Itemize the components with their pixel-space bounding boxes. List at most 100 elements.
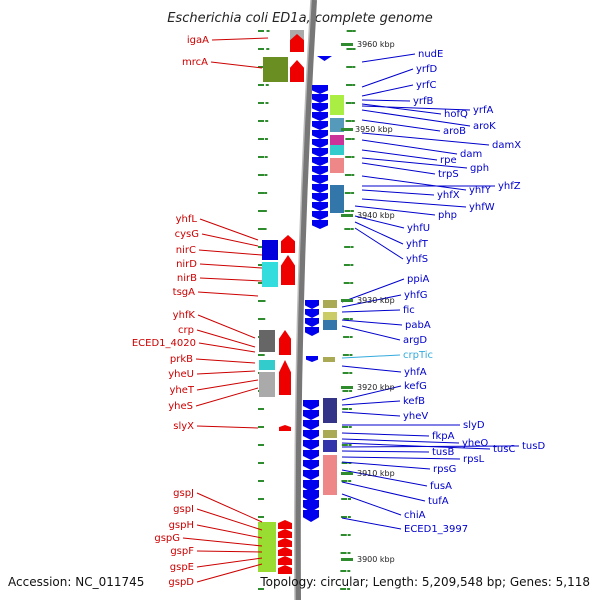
gene-block: [323, 398, 337, 423]
right-leader-line: [361, 99, 411, 102]
track-dash: [340, 516, 347, 518]
gene-block: [259, 372, 275, 397]
right-leader-line: [361, 198, 467, 208]
track-dash: [343, 282, 350, 284]
track-dash: [348, 480, 352, 482]
right-leader-line: [341, 354, 401, 359]
left-gene-label: slyX: [173, 421, 194, 432]
scale-tick: [341, 43, 353, 46]
right-leader-line: [341, 461, 431, 470]
track-dash: [258, 462, 264, 464]
reverse-gene-arrow: [303, 410, 319, 420]
left-leader-line: [196, 329, 256, 348]
gene-block: [323, 312, 337, 320]
right-leader-line: [341, 456, 461, 460]
genome-summary-text: Topology: circular; Length: 5,209,548 bp…: [259, 575, 590, 589]
right-gene-label: yrfB: [413, 96, 434, 107]
right-leader-line: [341, 294, 402, 308]
scale-tick: [341, 472, 353, 475]
right-leader-line: [361, 132, 490, 146]
forward-gene-arrow: [290, 60, 304, 82]
left-gene-label: gspF: [170, 546, 194, 557]
right-leader-line: [341, 385, 402, 401]
track-dash: [258, 300, 264, 302]
gene-block: [262, 240, 278, 260]
right-leader-line: [361, 84, 414, 97]
track-dash: [258, 102, 264, 104]
track-dash: [258, 264, 264, 266]
right-leader-line: [341, 309, 401, 313]
track-dash: [342, 408, 349, 410]
track-dash: [258, 228, 264, 230]
left-leader-line: [198, 342, 256, 353]
right-gene-label: slyD: [463, 420, 485, 431]
track-dash: [266, 48, 270, 50]
right-leader-line: [361, 189, 435, 196]
forward-gene-arrow: [278, 556, 292, 565]
right-gene-label: ppiA: [407, 274, 429, 285]
right-gene-label: dam: [460, 149, 482, 160]
left-leader-line: [195, 358, 256, 364]
track-dash: [346, 84, 353, 86]
scale-tick: [341, 386, 353, 389]
scale-tick-label: 3940 kbp: [357, 211, 395, 220]
forward-gene-arrow: [279, 330, 291, 355]
track-dash: [348, 426, 352, 428]
right-leader-line: [361, 68, 414, 88]
right-gene-label: rpsL: [463, 454, 485, 465]
right-leader-line: [341, 365, 402, 373]
right-leader-line: [354, 205, 436, 216]
right-leader-line: [341, 450, 430, 453]
scale-tick: [341, 299, 353, 302]
reverse-gene-arrow: [306, 356, 318, 362]
gene-block: [330, 118, 344, 132]
track-dash: [349, 354, 353, 356]
forward-gene-arrow: [278, 565, 292, 574]
gene-block: [263, 57, 288, 82]
forward-gene-arrow: [278, 520, 292, 529]
track-dash: [343, 264, 350, 266]
track-dash: [258, 66, 264, 68]
track-dash: [344, 192, 351, 194]
right-leader-line: [361, 175, 467, 191]
right-leader-line: [341, 517, 402, 530]
forward-gene-arrow: [279, 360, 291, 395]
label-leaders: [182, 37, 520, 583]
right-gene-label: yhfW: [469, 202, 495, 213]
track-dash: [341, 444, 348, 446]
gene-block: [330, 158, 344, 173]
right-gene-label: yhfG: [404, 290, 428, 301]
track-dash: [344, 174, 351, 176]
track-dash: [258, 192, 264, 194]
reverse-gene-arrow: [312, 121, 328, 130]
right-leader-line: [341, 278, 405, 303]
forward-gene-arrow: [281, 235, 295, 253]
right-leader-line: [361, 157, 468, 169]
right-gene-label: fusA: [430, 481, 452, 492]
right-gene-label: yhfZ: [498, 181, 521, 192]
scale-tick-label: 3900 kbp: [357, 555, 395, 564]
right-leader-line: [341, 400, 401, 406]
track-dash: [258, 138, 264, 140]
reverse-gene-arrow: [303, 490, 319, 502]
track-dash: [258, 174, 264, 176]
forward-gene-arrow: [290, 34, 304, 52]
reverse-gene-arrow: [303, 430, 319, 440]
reverse-gene-arrow: [303, 450, 319, 460]
right-leader-line: [361, 139, 458, 155]
right-leader-line: [341, 469, 428, 487]
left-leader-line: [198, 249, 263, 256]
left-gene-label: gspH: [169, 520, 194, 531]
reverse-gene-arrow: [312, 103, 328, 112]
right-leader-line: [361, 162, 436, 175]
left-leader-line: [195, 387, 259, 407]
gene-blocks: [258, 30, 344, 574]
gene-block: [323, 430, 337, 438]
gene-block: [323, 455, 337, 495]
track-dash: [258, 120, 264, 122]
reverse-gene-arrow: [312, 112, 328, 121]
right-gene-label: fic: [403, 305, 415, 316]
reverse-gene-arrow: [305, 318, 319, 327]
accession-text: Accession: NC_011745: [8, 575, 144, 589]
